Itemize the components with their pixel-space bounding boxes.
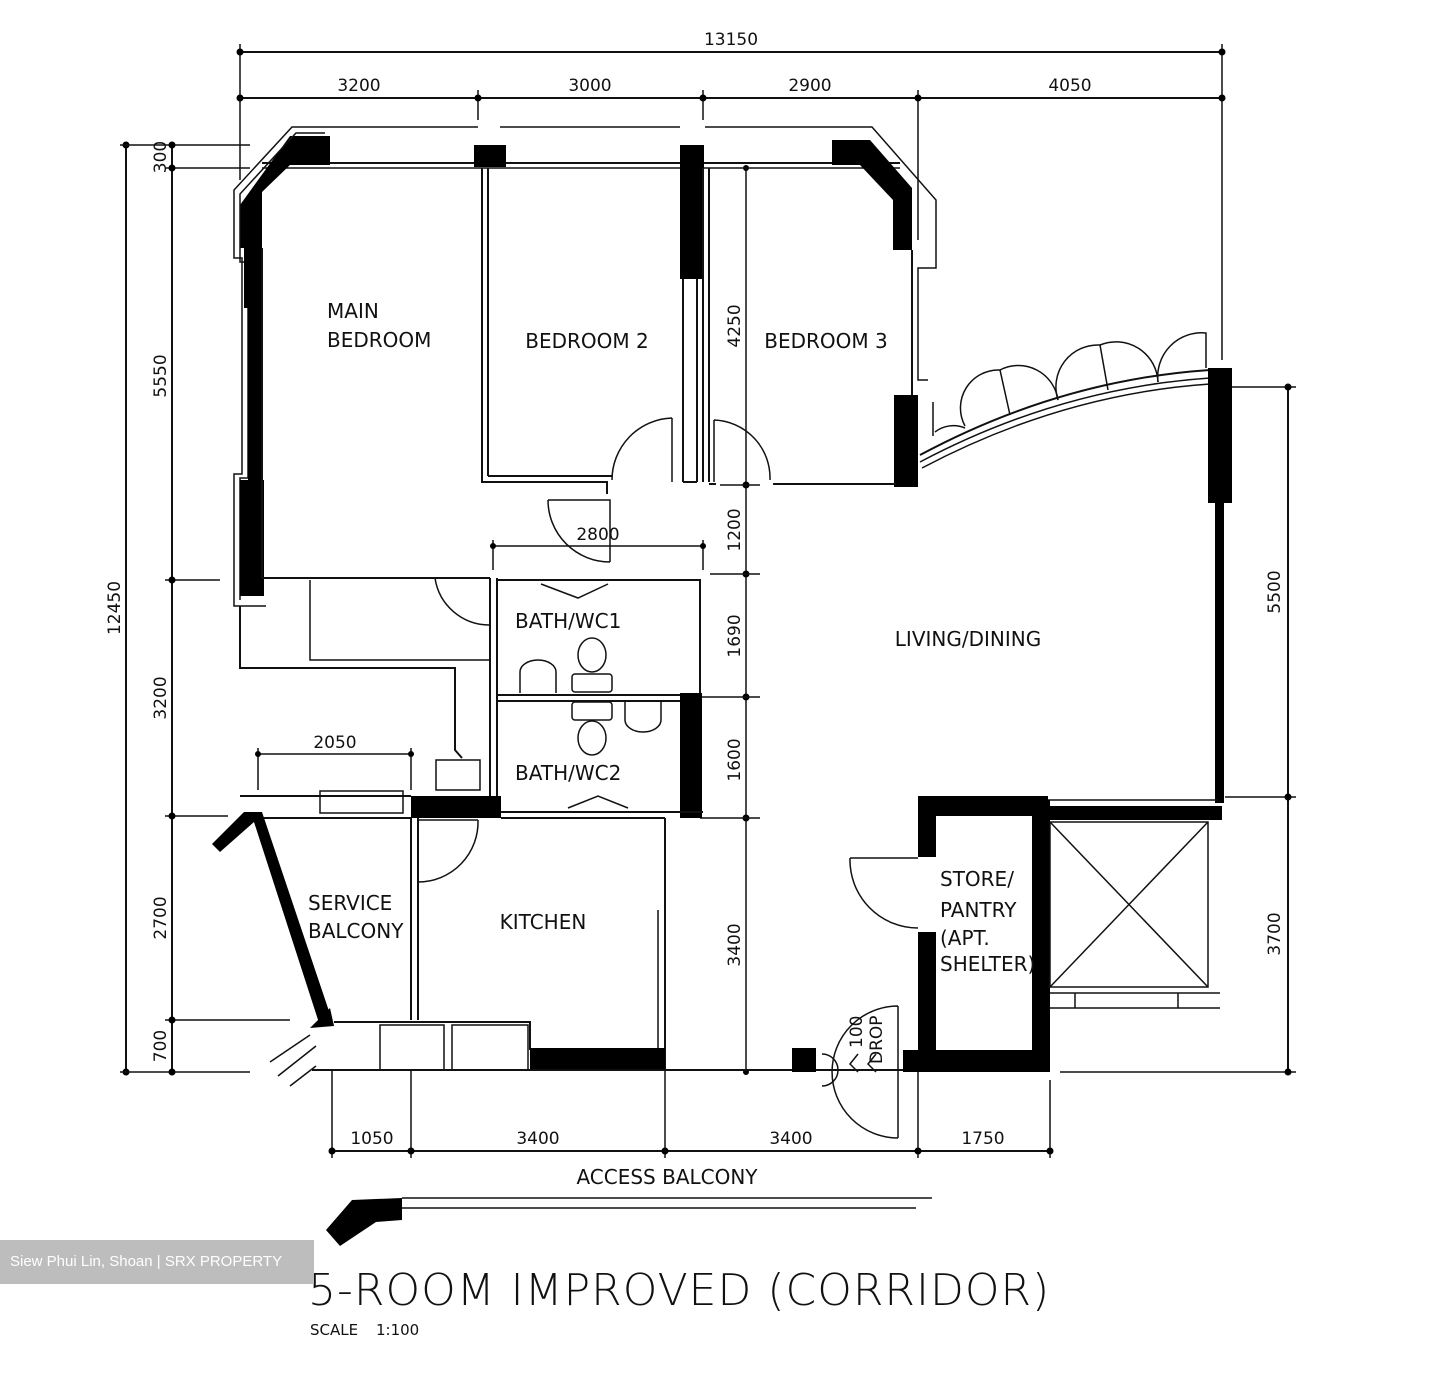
dim-right-1: 5500 (1265, 570, 1285, 613)
room-bedroom-3: BEDROOM 3 (764, 329, 887, 353)
drop-arrow-icon (866, 1053, 877, 1073)
room-store-line1: STORE/ (940, 867, 1014, 891)
plan-title: 5-ROOM IMPROVED (CORRIDOR) (308, 1265, 1050, 1316)
dim-top-total: 13150 (704, 30, 758, 50)
room-kitchen: KITCHEN (500, 910, 587, 934)
dim-top-3: 2900 (788, 76, 831, 96)
dim-inner-3400: 3400 (725, 923, 745, 966)
dim-inner-1600: 1600 (725, 738, 745, 781)
drop-arrow-icon (848, 1053, 859, 1073)
left-dimension-lines (120, 141, 290, 1076)
dim-top-4: 4050 (1048, 76, 1091, 96)
dim-inner-1200: 1200 (725, 508, 745, 551)
dim-top-2: 3000 (568, 76, 611, 96)
drop-label: DROP (867, 1015, 887, 1064)
dim-bottom-1: 1050 (350, 1129, 393, 1149)
dim-left-2: 5550 (151, 354, 171, 397)
watermark: Siew Phui Lin, Shoan | SRX PROPERTY (0, 1240, 314, 1284)
bottom-dimension-lines (328, 1070, 1054, 1158)
right-dimension-lines (1060, 383, 1296, 1076)
room-store-line3: (APT. (940, 926, 990, 950)
dim-inner-1690: 1690 (725, 614, 745, 657)
room-service-balcony-line2: BALCONY (308, 919, 404, 943)
room-living-dining: LIVING/DINING (895, 627, 1041, 651)
room-bedroom-2: BEDROOM 2 (525, 329, 648, 353)
room-store-line2: PANTRY (940, 898, 1017, 922)
scale-value: 1:100 (376, 1321, 419, 1339)
top-dimension-lines (236, 44, 1226, 360)
room-main-bedroom-line2: BEDROOM (327, 328, 431, 352)
dim-top-1: 3200 (337, 76, 380, 96)
dim-bottom-3: 3400 (769, 1129, 812, 1149)
dim-bottom-2: 3400 (516, 1129, 559, 1149)
dim-bottom-4: 1750 (961, 1129, 1004, 1149)
room-service-balcony-line1: SERVICE (308, 891, 392, 915)
dim-left-3: 3200 (151, 676, 171, 719)
room-store-line4: SHELTER) (940, 952, 1035, 976)
dim-inner-2800: 2800 (576, 525, 619, 545)
inner-horizontal-dimensions (255, 540, 706, 790)
dim-inner-2050: 2050 (313, 733, 356, 753)
drop-value: 100 (847, 1016, 867, 1048)
room-bath-wc2: BATH/WC2 (515, 761, 621, 785)
dim-left-total: 12450 (105, 581, 125, 635)
structure (212, 126, 1232, 1246)
dim-left-4: 2700 (151, 896, 171, 939)
dim-inner-4250: 4250 (725, 304, 745, 347)
inner-vertical-dimension (700, 165, 760, 1075)
room-bath-wc1: BATH/WC1 (515, 609, 621, 633)
dim-right-2: 3700 (1265, 912, 1285, 955)
access-balcony-label: ACCESS BALCONY (576, 1165, 758, 1189)
dim-left-5: 700 (151, 1030, 171, 1062)
scale-label: SCALE (310, 1321, 358, 1339)
room-main-bedroom-line1: MAIN (327, 299, 379, 323)
dim-left-1: 300 (151, 141, 171, 173)
